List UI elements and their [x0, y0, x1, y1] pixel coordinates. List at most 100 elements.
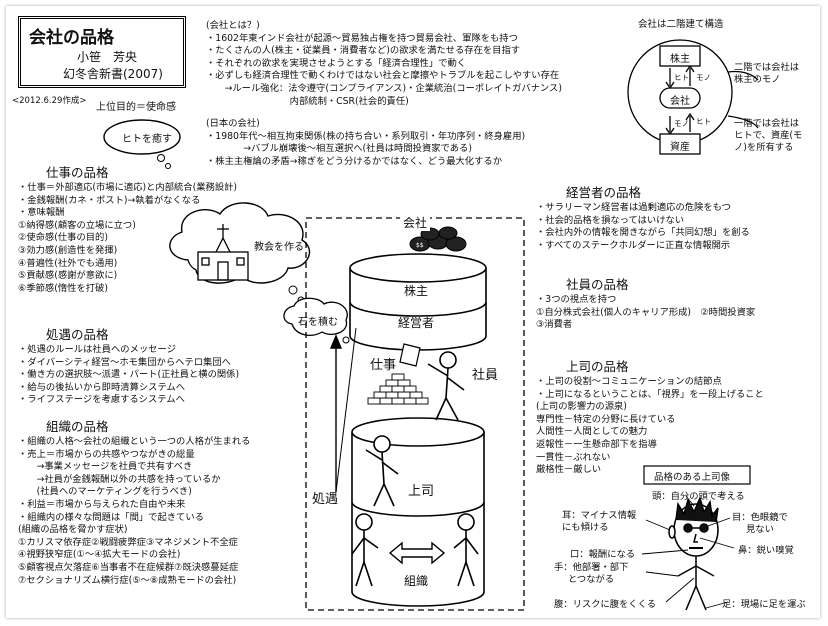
- list-item: ・金銭報酬(カネ・ポスト)→執着がなくなる: [18, 194, 201, 206]
- node-assets: 資産: [670, 142, 690, 153]
- list-item: ・給与の後払いから即時清算システムへ: [18, 381, 186, 393]
- top-purpose-label: 上位目的＝使命感: [96, 102, 176, 113]
- list-item: 返報性－一生懸命部下を指導: [536, 438, 657, 450]
- employee-quality-heading: 社員の品格: [566, 277, 629, 292]
- org-figure-left: [351, 513, 379, 587]
- list-item: ・仕事＝外部適応(市場に適応)と内部統合(業務設計): [18, 182, 238, 193]
- japan-company-line: →バブル崩壊後～相互選択へ(社員は時間投資家である): [206, 143, 472, 155]
- label-line: 見ない: [746, 524, 774, 535]
- cloud-bubble: [288, 285, 298, 295]
- cloud-church-label: 教会を作る: [254, 242, 304, 253]
- list-item: ・利益＝市場から与えられた自由や未来: [18, 498, 186, 510]
- list-item: ①カリスマ依存症②戦闘疲弊症③マネジメント不全症: [18, 536, 238, 548]
- company-definition-line: 内部統制・CSR(社会的責任): [206, 95, 409, 107]
- cloud-bubble: [342, 336, 350, 344]
- note-line: 一階では会社は: [734, 118, 800, 129]
- manager-label: 経営者: [398, 316, 435, 330]
- svg-text:$$: $$: [416, 242, 424, 249]
- employee-label: 社員: [472, 368, 499, 383]
- label-line: とつながる: [568, 574, 615, 585]
- organization-cylinder: [351, 417, 485, 607]
- two-floor-note-top: 二階では会社は 株主のモノ: [734, 62, 799, 86]
- boss-quality-heading: 上司の品格: [566, 359, 629, 374]
- title-box: 会社の品格 小笹 芳央 幻冬舎新書(2007): [18, 16, 186, 88]
- company-definition-line: ・1602年東インド会社が起源～貿易独占権を持つ貿易会社、軍隊をも持つ: [206, 32, 518, 44]
- boss-label: 上司: [408, 484, 435, 499]
- company-definition-line: ・必ずしも経済合理性で動くわけではない社会と摩擦やトラブルを起こしやすい存在: [206, 70, 560, 82]
- note-line: 株主のモノ: [734, 74, 781, 85]
- list-item: ⑤貢献感(感謝が意欲に): [18, 270, 118, 282]
- company-label: 会社: [400, 214, 431, 231]
- list-item: 厳格性－厳しい: [536, 464, 602, 476]
- company-definition-line: ・それぞれの欲求を実現させようとする「経済合理性」で動く: [206, 57, 467, 69]
- page-title: 会社の品格: [29, 28, 114, 48]
- list-item: ・すべてのステークホルダーに正直な情報開示: [536, 239, 731, 251]
- list-item: ③効力感(創造性を発揮): [18, 244, 118, 256]
- company-definition-line: →ルール強化：法令遵守(コンプライアンス)・企業統治(コーポレイトガバナンス): [206, 82, 562, 94]
- company-boundary: [305, 217, 525, 611]
- list-item: ・組織内の様々な問題は「間」で起きている: [18, 511, 204, 523]
- list-item: →事業メッセージを社員で共有すべき: [18, 461, 193, 473]
- list-item: ⑦セクショナリズム横行症(⑤～⑧成熟モードの会社): [18, 574, 237, 586]
- cloud-bubble: [165, 163, 171, 169]
- note-line: 二階では会社は: [734, 62, 800, 73]
- boss-figure-pointers: [641, 495, 735, 609]
- note-line: ヒトで、資産(モ: [734, 130, 803, 141]
- label-nose: 鼻：鋭い嗅覚: [738, 545, 794, 556]
- list-item: ・上司の役割～コミュニケーションの結節点: [536, 376, 722, 387]
- company-definition-block: (会社とは？) ・1602年東インド会社が起源～貿易独占権を持つ貿易会社、軍隊を…: [206, 20, 562, 108]
- boss-figure-title: 品格のある上司像: [654, 472, 731, 483]
- employee-quality-list: ・3つの視点を持つ ①自分株式会社(個人のキャリア形成) ②時間投資家 ③消費者: [536, 294, 755, 332]
- list-item: ④普遍性(社外でも通用): [18, 257, 118, 269]
- author-info: 小笹 芳央 幻冬舎新書(2007): [63, 49, 163, 83]
- list-item: ・組織の人格～会社の組織という一つの人格が生まれる: [18, 436, 251, 447]
- created-date: <2012.6.29作成>: [12, 96, 87, 106]
- thought-cloud-heal: [103, 119, 181, 155]
- cloud-heal-label: ヒトを癒す: [122, 134, 172, 145]
- org-quality-list: ・組織の人格～会社の組織という一つの人格が生まれる ・売上＝市場からの共感やつな…: [18, 436, 250, 587]
- label-eye: 目：色眼鏡で 見ない: [732, 512, 788, 536]
- node-box-assets: [659, 133, 701, 155]
- label-mouth: 口：報酬になる: [570, 549, 636, 560]
- brick-stack-icon: [367, 373, 429, 405]
- list-item: ・会社内外の情報を開きながら「共同幻想」を創る: [536, 227, 750, 239]
- list-item: ⑥季節感(惰性を打破): [18, 282, 108, 294]
- treatment-quality-heading: 処遇の品格: [46, 327, 109, 342]
- list-item: ・3つの視点を持つ: [536, 294, 617, 305]
- list-item: ・サラリーマン経営者は過剰適応の危険をもつ: [536, 202, 731, 213]
- treatment-label: 処遇: [312, 492, 339, 507]
- arrow-label-hito: ヒト: [674, 73, 689, 82]
- diagram-layer: $$: [103, 39, 759, 611]
- publisher-name: 幻冬舎新書(2007): [63, 67, 163, 81]
- work-quality-heading: 仕事の品格: [46, 165, 109, 180]
- node-company: 会社: [670, 96, 690, 107]
- list-item: ③消費者: [536, 319, 573, 331]
- boss-quality-list: ・上司の役割～コミュニケーションの結節点 ・上司になるということは、「視界」を一…: [536, 376, 764, 477]
- company-definition-line: ・たくさんの人(株主・従業員・消費者など)の欲求を満たせる存在を目指す: [206, 45, 521, 57]
- organization-label: 組織: [404, 574, 429, 588]
- org-quality-heading: 組織の品格: [46, 419, 109, 434]
- manager-quality-heading: 経営者の品格: [566, 185, 642, 200]
- list-item: 専門性－特定の分野に長けている: [536, 413, 676, 425]
- node-box-company: [659, 87, 701, 109]
- list-item: ①納得感(顧客の立場に立つ): [18, 219, 136, 231]
- work-label: 仕事: [370, 358, 397, 373]
- list-item: (組織の品格を脅かす症状): [18, 524, 128, 536]
- thought-cloud-stone: [283, 297, 348, 336]
- label-line: 目：色眼鏡で: [732, 512, 788, 523]
- list-item: ⑤顧客視点欠落症⑥当事者不在症候群⑦既決感蔓延症: [18, 561, 239, 573]
- work-document-icon: [399, 343, 421, 367]
- treatment-quality-list: ・処遇のルールは社員へのメッセージ ・ダイバーシティ経営～ホモ集団からヘテロ集団…: [18, 344, 239, 407]
- list-item: (社員へのマーケティングを行うべき): [18, 486, 192, 498]
- list-item: ②使命感(仕事の目的): [18, 232, 108, 244]
- japan-company-heading: (日本の会社): [206, 118, 260, 129]
- list-item: ・売上＝市場からの共感やつながきの総量: [18, 448, 195, 460]
- list-item: (上司の影響力の源泉): [536, 401, 627, 413]
- japan-company-line: ・1980年代～相互拘束関係(株の持ち合い・系列取引・年功序列・終身雇用): [206, 130, 526, 142]
- note-line: ノ)を所有する: [734, 142, 794, 153]
- company-definition-heading: (会社とは？): [206, 20, 260, 31]
- japan-company-block: (日本の会社) ・1980年代～相互拘束関係(株の持ち合い・系列取引・年功序列・…: [206, 118, 525, 168]
- cloud-bubble: [157, 154, 165, 162]
- two-floor-note-bottom: 一階では会社は ヒトで、資産(モ ノ)を所有する: [734, 118, 802, 154]
- manager-cylinder: [349, 253, 487, 351]
